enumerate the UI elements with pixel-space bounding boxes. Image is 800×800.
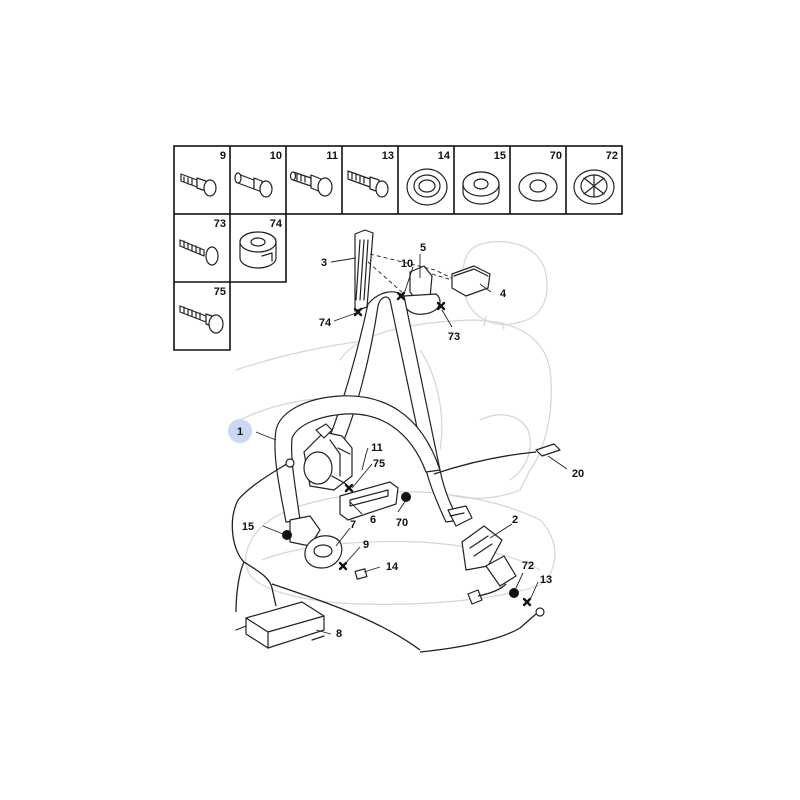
callout-6: 6 (370, 514, 376, 526)
screw-75-icon (179, 305, 224, 334)
callout-2: 2 (512, 514, 518, 526)
bolt-13-icon (347, 170, 389, 198)
grommet-14-icon (406, 168, 448, 206)
bushing-15-icon (462, 171, 500, 205)
cell-label: 75 (214, 286, 226, 298)
callout-70: 70 (396, 517, 408, 529)
cell-label: 9 (220, 150, 226, 162)
callout-1: 1 (237, 426, 243, 438)
bolt-11-icon (289, 171, 333, 197)
cell-label: 11 (326, 150, 338, 162)
leader-lines (255, 254, 568, 635)
callout-10: 10 (401, 258, 413, 270)
cell-label: 74 (270, 218, 283, 230)
callout-72: 72 (522, 560, 534, 572)
callout-13: 13 (540, 574, 552, 586)
callout-9: 9 (363, 539, 369, 551)
cell-label: 73 (214, 218, 226, 230)
callout-5: 5 (420, 242, 426, 254)
washer-70-icon (518, 172, 558, 202)
callout-14: 14 (386, 561, 399, 573)
seat-belt-assembly (231, 229, 561, 653)
bolt-9-icon (180, 173, 217, 197)
screw-73-icon (179, 239, 219, 266)
callout-7: 7 (350, 519, 356, 531)
callout-20: 20 (572, 468, 584, 480)
callout-74: 74 (319, 317, 332, 329)
callout-11: 11 (371, 442, 383, 454)
nut-74-icon (239, 231, 277, 269)
bolt-10-icon (234, 172, 273, 198)
cell-label: 14 (438, 150, 451, 162)
callout-4: 4 (500, 288, 507, 300)
callout-75: 75 (373, 458, 385, 470)
cell-label: 13 (382, 150, 394, 162)
callout-labels: 1 2 3 4 5 6 7 8 9 10 11 13 14 15 20 70 7… (228, 242, 584, 640)
callout-73: 73 (448, 331, 460, 343)
cell-label: 70 (550, 150, 562, 162)
highlight-marker (228, 419, 252, 443)
callout-3: 3 (321, 257, 327, 269)
callout-15: 15 (242, 521, 254, 533)
cell-label: 15 (494, 150, 506, 162)
cell-label: 10 (270, 150, 282, 162)
clip-72-icon (573, 169, 615, 205)
parts-table: 9 10 11 13 14 15 70 72 73 74 75 (173, 145, 623, 351)
cell-label: 72 (606, 150, 618, 162)
callout-8: 8 (336, 628, 342, 640)
